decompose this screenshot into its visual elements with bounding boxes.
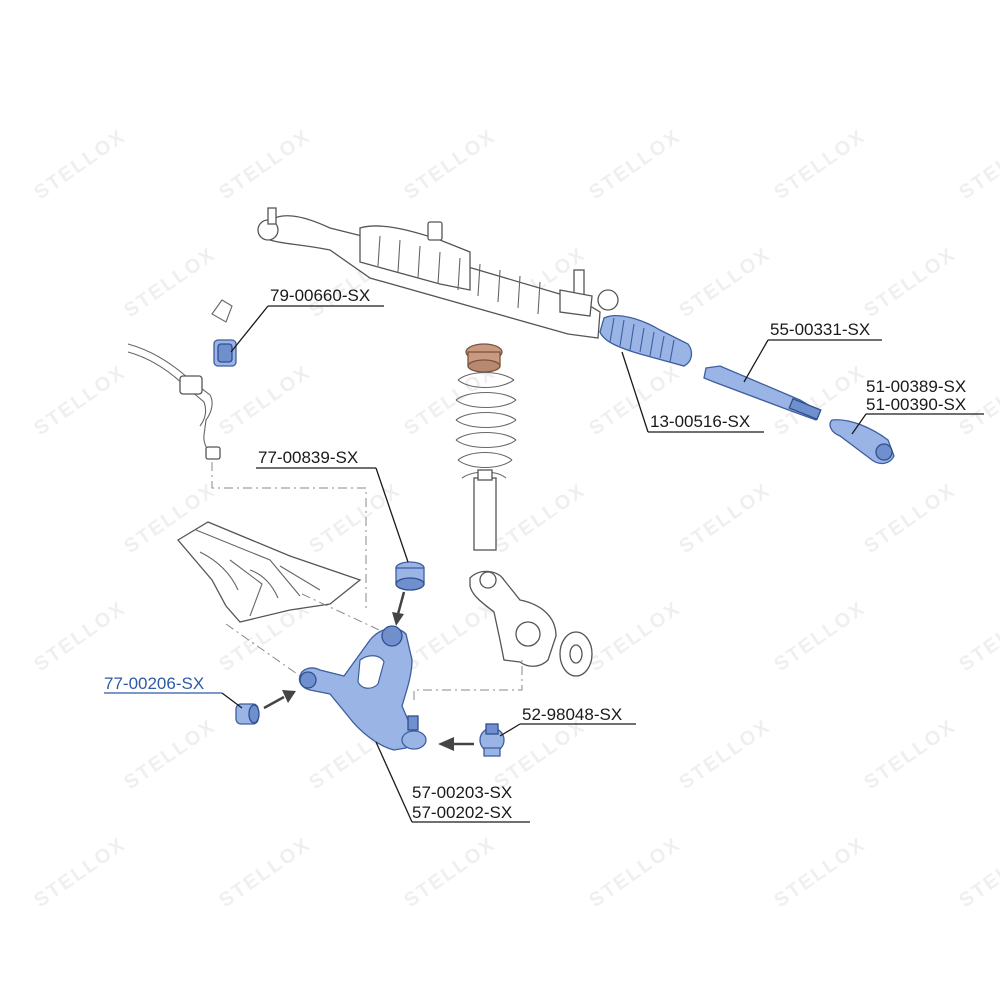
watermark-text: STELLOX: [120, 715, 220, 794]
watermark-text: STELLOX: [400, 125, 500, 204]
stabilizer-bar: [127, 299, 233, 460]
subframe: [177, 521, 362, 623]
watermark-text: STELLOX: [215, 125, 315, 204]
steering-rack-boot: [599, 315, 693, 367]
callout-57-00202-sx[interactable]: 57-00202-SX: [375, 741, 530, 823]
watermark-text: STELLOX: [675, 479, 775, 558]
callout-label: 57-00203-SX: [412, 783, 512, 802]
watermark-text: STELLOX: [675, 243, 775, 322]
watermark-text: STELLOX: [400, 597, 500, 676]
watermark-text: STELLOX: [400, 833, 500, 912]
callout-77-00839-sx[interactable]: 77-00839-SX: [256, 448, 409, 563]
callout-55-00331-sx[interactable]: 55-00331-SX: [743, 320, 882, 383]
watermark-text: STELLOX: [30, 125, 130, 204]
callout-13-00516-sx[interactable]: 13-00516-SX: [621, 351, 764, 433]
watermark-text: STELLOX: [585, 597, 685, 676]
callout-77-00206-sx[interactable]: 77-00206-SX: [104, 674, 243, 709]
callout-label: 79-00660-SX: [270, 286, 370, 305]
watermark-text: STELLOX: [860, 479, 960, 558]
watermark-text: STELLOX: [955, 833, 1000, 912]
callout-79-00660-sx[interactable]: 79-00660-SX: [230, 286, 384, 353]
watermark-text: STELLOX: [770, 597, 870, 676]
watermark-text: STELLOX: [120, 243, 220, 322]
watermark-text: STELLOX: [860, 715, 960, 794]
lower-control-arm: [298, 625, 413, 751]
strut-assembly: [455, 343, 517, 551]
watermark-text: STELLOX: [30, 833, 130, 912]
watermark-text: STELLOX: [30, 597, 130, 676]
watermark-text: STELLOX: [490, 479, 590, 558]
assembly-lines: [211, 462, 523, 700]
callout-label: 51-00390-SX: [866, 395, 966, 414]
steering-rack: [257, 207, 619, 339]
callout-label: 77-00206-SX: [104, 674, 204, 693]
stabilizer-bushing: [213, 339, 237, 367]
watermark-text: STELLOX: [770, 833, 870, 912]
arrow-rear-bushing: [392, 591, 406, 626]
watermark-layer: STELLOX STELLOX STELLOX STELLOX STELLOX STELL…: [30, 125, 1000, 912]
control-arm-ball-joint-on-arm: [401, 715, 427, 750]
watermark-text: STELLOX: [585, 125, 685, 204]
tie-rod-end: [829, 419, 895, 465]
ball-joint: [479, 723, 505, 757]
callout-label: 57-00202-SX: [412, 803, 512, 822]
callout-label: 51-00389-SX: [866, 377, 966, 396]
watermark-text: STELLOX: [585, 833, 685, 912]
watermark-text: STELLOX: [30, 361, 130, 440]
callout-label: 77-00839-SX: [258, 448, 358, 467]
watermark-text: STELLOX: [770, 125, 870, 204]
rear-bushing: [395, 561, 425, 591]
watermark-text: STELLOX: [675, 715, 775, 794]
front-bushing: [235, 703, 260, 725]
watermark-text: STELLOX: [305, 479, 405, 558]
steering-knuckle: [469, 570, 557, 667]
wheel-hub: [559, 631, 593, 677]
callout-52-98048-sx[interactable]: 52-98048-SX: [499, 705, 636, 737]
callout-51-00390-sx[interactable]: 51-00390-SX: [851, 395, 984, 435]
callout-57-00203-sx[interactable]: 57-00203-SX: [412, 783, 512, 802]
watermark-text: STELLOX: [955, 597, 1000, 676]
callout-label: 13-00516-SX: [650, 412, 750, 431]
watermark-text: STELLOX: [215, 833, 315, 912]
arrow-front-bushing: [263, 690, 296, 710]
watermark-text: STELLOX: [955, 125, 1000, 204]
watermark-text: STELLOX: [860, 243, 960, 322]
callout-51-00389-sx[interactable]: 51-00389-SX: [866, 377, 966, 396]
callout-label: 52-98048-SX: [522, 705, 622, 724]
watermark-text: STELLOX: [215, 361, 315, 440]
callout-label: 55-00331-SX: [770, 320, 870, 339]
arrow-ball-joint: [438, 737, 474, 751]
